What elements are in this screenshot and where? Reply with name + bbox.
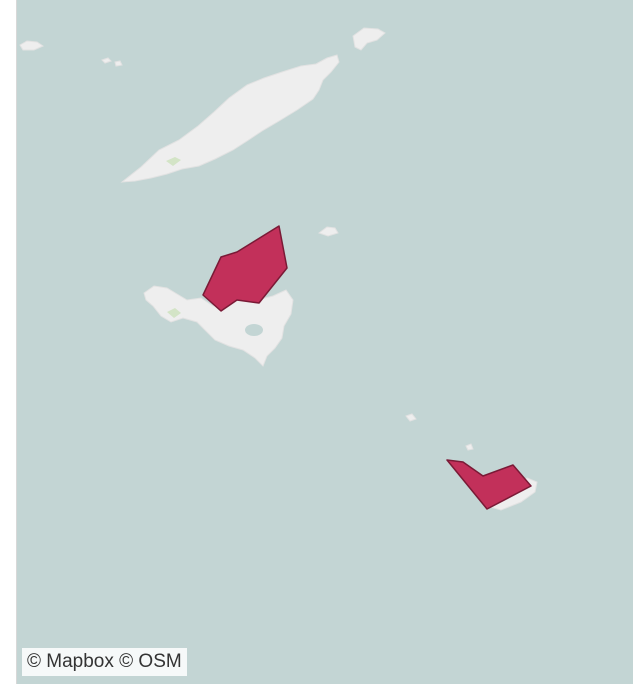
map-attribution[interactable]: © Mapbox © OSM [22,648,187,676]
land-islet-south-2 [465,443,474,451]
land-islet-west [19,40,45,51]
land-islet-center [317,226,339,237]
land-central-island [143,285,294,367]
land-north-island [120,54,340,183]
land-islet-tiny-2 [114,60,123,67]
water-background [17,0,633,684]
park-central [167,308,181,318]
park-north [166,157,181,166]
highlighted-region-north[interactable] [202,225,288,312]
map-canvas[interactable] [17,0,633,684]
land-islet-tiny [101,57,112,64]
lagoon [245,324,263,336]
map-view[interactable] [16,0,633,684]
highlighted-region-southeast[interactable] [446,459,532,510]
land-north-islet [352,27,386,51]
land-islet-south-1 [405,413,417,422]
